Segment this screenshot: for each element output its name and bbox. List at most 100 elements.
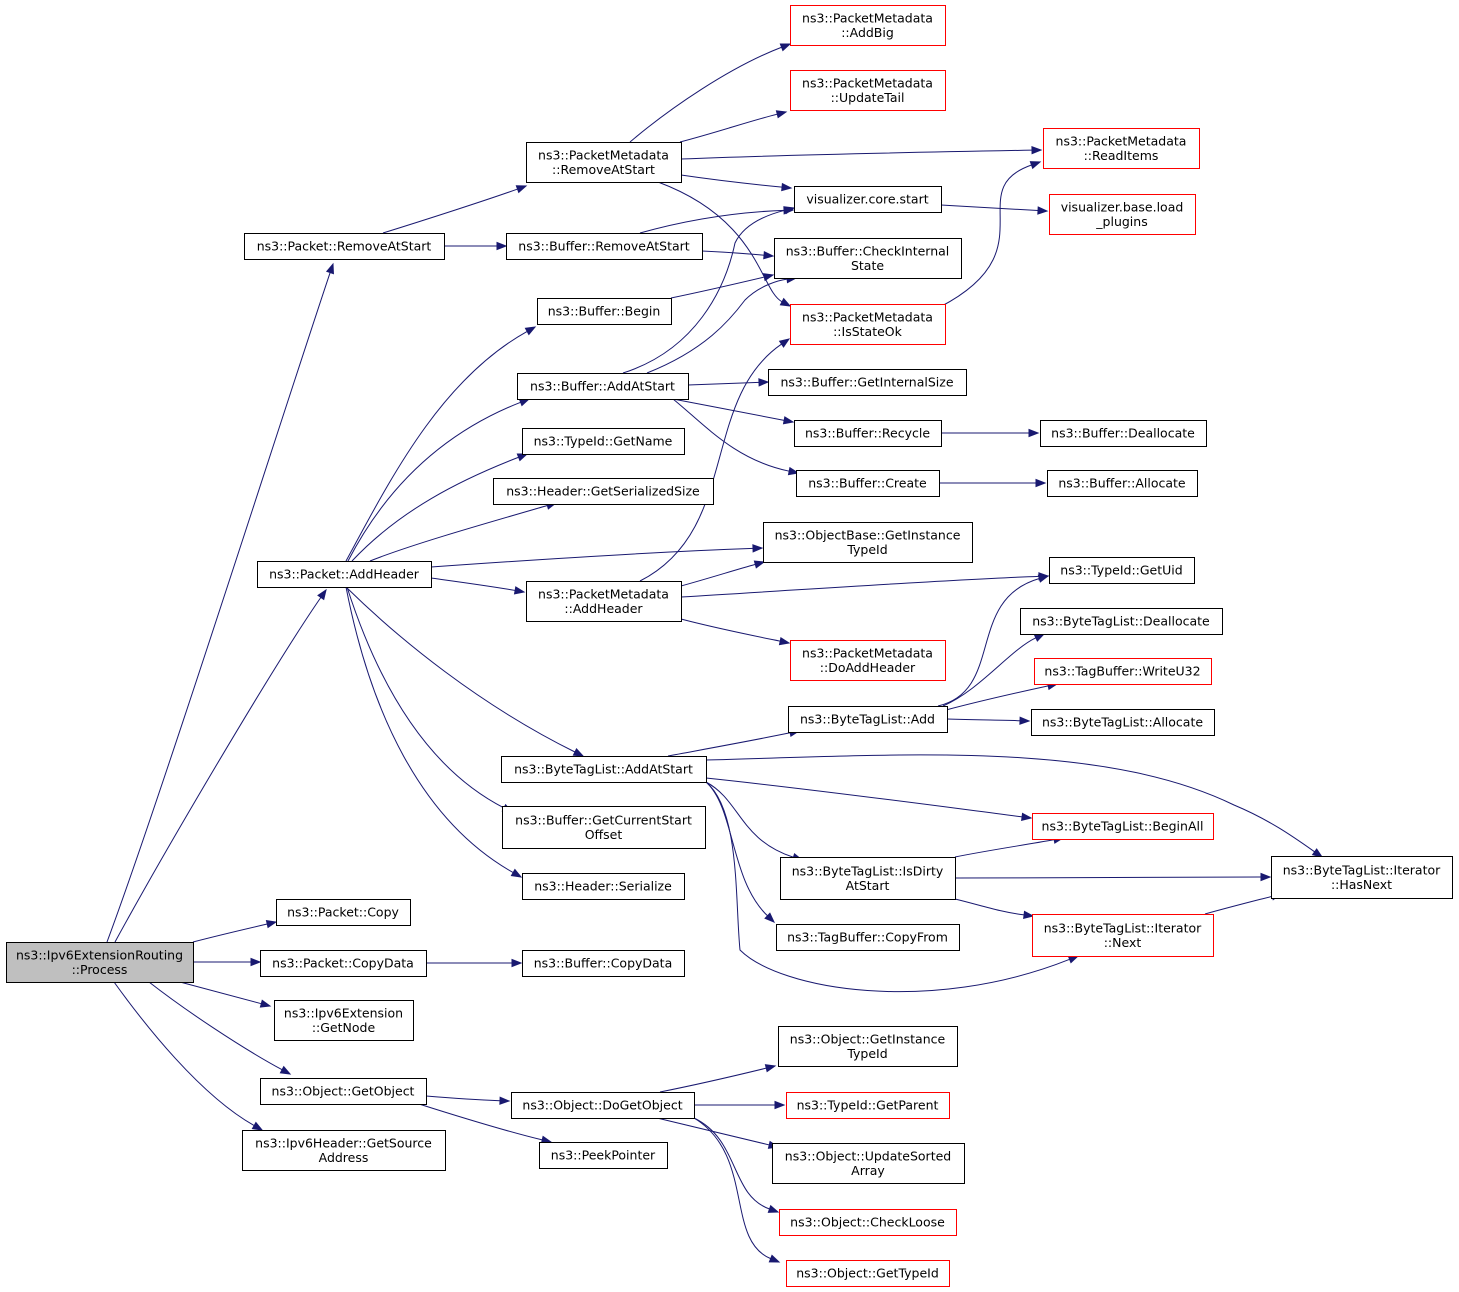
node-buffer-addatstart[interactable]: ns3::Buffer::AddAtStart: [517, 373, 689, 400]
call-edge-pm_addheader-to-pm_doaddheader: [680, 618, 791, 646]
node-label: State: [851, 258, 884, 273]
node-box: [780, 857, 956, 900]
node-box: [522, 950, 685, 977]
node-buffer-removeatstart[interactable]: ns3::Buffer::RemoveAtStart: [506, 233, 703, 260]
edge-arrowhead: [764, 1064, 777, 1073]
node-typeid-getparent[interactable]: ns3::TypeId::GetParent: [786, 1092, 950, 1119]
node-typeid-getname[interactable]: ns3::TypeId::GetName: [522, 428, 685, 455]
call-edge-btl_isdirtyatstart-to-btl_iterator_hasnext: [954, 872, 1272, 882]
node-btl-allocate[interactable]: ns3::ByteTagList::Allocate: [1031, 709, 1215, 736]
edge-line: [346, 586, 505, 809]
node-label: ns3::Buffer::Deallocate: [1051, 426, 1195, 441]
node-box: [763, 522, 973, 563]
node-typeid-getuid[interactable]: ns3::TypeId::GetUid: [1049, 557, 1195, 584]
node-box: [788, 706, 948, 733]
edge-arrowhead: [762, 273, 775, 282]
node-label: ns3::TagBuffer::WriteU32: [1044, 664, 1200, 679]
node-btl-deallocate[interactable]: ns3::ByteTagList::Deallocate: [1020, 608, 1223, 635]
node-vis-base-loadplugins[interactable]: visualizer.base.load_plugins: [1049, 194, 1196, 235]
node-box: [772, 1143, 965, 1184]
call-edge-btl_iterator_next-to-btl_iterator_hasnext: [1204, 892, 1283, 915]
node-tagbuffer-copyfrom[interactable]: ns3::TagBuffer::CopyFrom: [776, 924, 960, 951]
edge-line: [954, 898, 1025, 916]
node-vis-core-start[interactable]: visualizer.core.start: [794, 186, 942, 213]
node-label: ns3::ByteTagList::AddAtStart: [514, 762, 693, 777]
call-edge-packet_addheader-to-buffer_begin: [345, 326, 537, 562]
edge-arrowhead: [778, 338, 791, 348]
node-buffer-getinternalsize[interactable]: ns3::Buffer::GetInternalSize: [768, 369, 967, 396]
node-label: ::RemoveAtStart: [552, 162, 655, 177]
node-packet-removeatstart[interactable]: ns3::Packet::RemoveAtStart: [244, 233, 445, 260]
node-box: [1049, 557, 1195, 584]
node-packet-addheader[interactable]: ns3::Packet::AddHeader: [257, 561, 432, 588]
node-header-getserializedsize[interactable]: ns3::Header::GetSerializedSize: [493, 478, 714, 505]
node-buffer-allocate[interactable]: ns3::Buffer::Allocate: [1047, 470, 1198, 497]
edge-arrowhead: [325, 262, 334, 275]
edge-line: [1204, 895, 1273, 915]
node-packet-copydata[interactable]: ns3::Packet::CopyData: [260, 950, 427, 977]
edge-arrowhead: [496, 241, 508, 251]
call-edge-btl_add-to-btl_allocate: [946, 716, 1031, 725]
edge-line: [679, 113, 778, 143]
node-btl-add[interactable]: ns3::ByteTagList::Add: [788, 706, 948, 733]
edge-line: [672, 398, 790, 472]
node-peekpointer[interactable]: ns3::PeekPointer: [539, 1142, 668, 1169]
node-label: ns3::Object::GetInstance: [790, 1031, 946, 1046]
node-label: visualizer.base.load: [1061, 199, 1184, 214]
node-btl-addatstart[interactable]: ns3::ByteTagList::AddAtStart: [501, 756, 707, 783]
call-edge-btl_add-to-tagbuffer_writeu32: [945, 681, 1059, 711]
node-pm-readitems[interactable]: ns3::PacketMetadata::ReadItems: [1043, 128, 1200, 169]
node-packet-copy[interactable]: ns3::Packet::Copy: [276, 899, 411, 926]
node-label: ns3::Packet::AddHeader: [269, 567, 420, 582]
node-label: ns3::Buffer::Allocate: [1058, 476, 1186, 491]
node-header-serialize[interactable]: ns3::Header::Serialize: [522, 873, 685, 900]
node-object-checkloose[interactable]: ns3::Object::CheckLoose: [779, 1209, 957, 1236]
node-pm-isstateok[interactable]: ns3::PacketMetadata::IsStateOk: [790, 304, 946, 345]
node-label: Offset: [585, 827, 623, 842]
node-tagbuffer-writeu32[interactable]: ns3::TagBuffer::WriteU32: [1034, 658, 1212, 685]
node-pm-removeatstart[interactable]: ns3::PacketMetadata::RemoveAtStart: [526, 142, 682, 183]
node-label: ns3::Buffer::GetCurrentStart: [515, 812, 692, 827]
node-label: ns3::Buffer::GetInternalSize: [780, 375, 953, 390]
node-object-dogetobject[interactable]: ns3::Object::DoGetObject: [511, 1092, 695, 1119]
edge-line: [942, 637, 1037, 707]
edge-line: [940, 204, 1039, 212]
node-box: [1020, 608, 1223, 635]
node-pm-addbig[interactable]: ns3::PacketMetadata::AddBig: [790, 5, 946, 46]
call-edge-buffer_addatstart-to-buffer_create: [672, 398, 800, 476]
node-pm-updatetail[interactable]: ns3::PacketMetadata::UpdateTail: [790, 70, 946, 111]
node-label: TypeId: [846, 1046, 887, 1061]
node-pm-addheader[interactable]: ns3::PacketMetadata::AddHeader: [526, 581, 682, 622]
node-buffer-recycle[interactable]: ns3::Buffer::Recycle: [794, 420, 942, 447]
node-object-gettypeid[interactable]: ns3::Object::GetTypeId: [786, 1260, 950, 1287]
call-edge-object_dogetobject-to-object_updatesortedarray: [656, 1117, 780, 1149]
call-edge-btl_addatstart-to-btl_beginall: [705, 777, 1033, 821]
node-box: [1032, 914, 1214, 957]
edge-arrowhead: [259, 999, 272, 1008]
edge-line: [622, 209, 786, 374]
node-btl-beginall[interactable]: ns3::ByteTagList::BeginAll: [1032, 813, 1214, 840]
node-ipv6ext-getnode[interactable]: ns3::Ipv6Extension::GetNode: [274, 1000, 414, 1041]
node-btl-iterator-next[interactable]: ns3::ByteTagList::Iterator::Next: [1032, 914, 1214, 957]
node-buffer-begin[interactable]: ns3::Buffer::Begin: [537, 298, 672, 325]
node-object-getobject[interactable]: ns3::Object::GetObject: [260, 1078, 427, 1105]
node-label: ns3::Header::Serialize: [534, 879, 672, 894]
node-pm-doaddheader[interactable]: ns3::PacketMetadata::DoAddHeader: [790, 640, 946, 681]
node-buffer-copydata[interactable]: ns3::Buffer::CopyData: [522, 950, 685, 977]
edge-arrowhead: [775, 110, 788, 119]
node-btl-iterator-hasnext[interactable]: ns3::ByteTagList::Iterator::HasNext: [1271, 856, 1453, 899]
node-buffer-create[interactable]: ns3::Buffer::Create: [796, 470, 940, 497]
node-box: [1043, 128, 1200, 169]
node-buffer-deallocate[interactable]: ns3::Buffer::Deallocate: [1040, 420, 1207, 447]
node-label: ::HasNext: [1331, 877, 1392, 892]
node-box: [522, 428, 685, 455]
node-label: ns3::ByteTagList::Deallocate: [1032, 614, 1210, 629]
